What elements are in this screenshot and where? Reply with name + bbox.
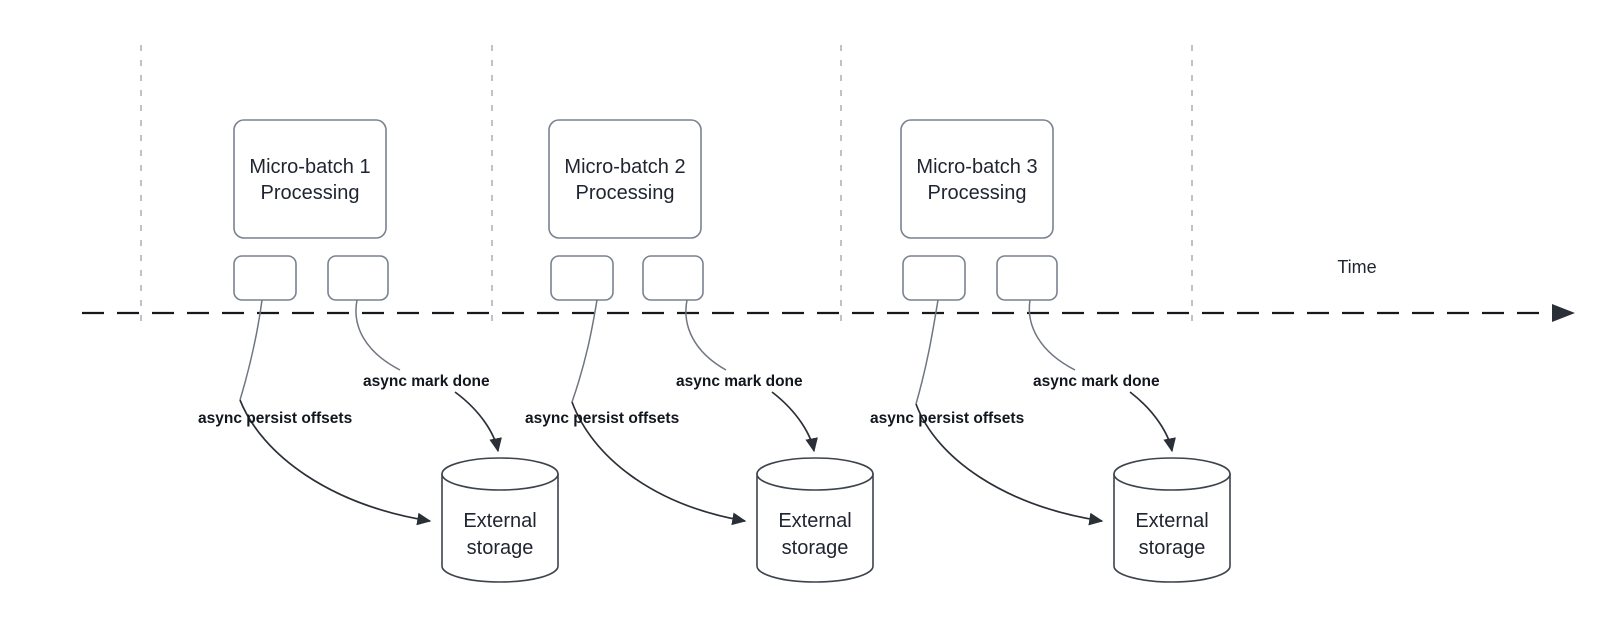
batch-dividers [140,45,1193,330]
micro-batch-2-box[interactable] [548,119,702,239]
mb1-storage-label-line2: storage [467,537,534,559]
time-axis-arrowhead [1552,304,1575,322]
mb3-storage-label-line1: External [1135,510,1208,532]
mb1-mark-done-label: async mark done [363,373,490,390]
mb1-external-storage-cylinder[interactable] [441,457,559,583]
mb3-persist-stub [915,299,939,405]
mb3-persist-label: async persist offsets [870,410,1024,427]
micro-batch-1-box[interactable] [233,119,387,239]
mb2-mark-done-label: async mark done [676,373,803,390]
mb1-persist-label: async persist offsets [198,410,352,427]
mb2-storage-label-line1: External [778,510,851,532]
micro-batch-3-box[interactable] [900,119,1054,239]
mb3-mark-done-edge [1129,391,1176,453]
micro-batch-group-1: Micro-batch 1 Processing async persist o… [198,119,559,583]
micro-batch-3-label-line2: Processing [928,182,1027,204]
mb2-mark-done-edge [771,391,818,453]
mb2-persist-edge [571,401,747,526]
mb1-task-box-b[interactable] [327,255,389,301]
mb3-persist-edge [915,403,1104,526]
mb1-persist-stub [239,299,263,401]
mb2-task-box-b[interactable] [642,255,704,301]
mb3-task-box-b[interactable] [996,255,1058,301]
time-axis: Time [82,257,1575,322]
mb1-mark-done-stub [355,299,401,371]
micro-batch-group-3: Micro-batch 3 Processing async persist o… [870,119,1231,583]
mb2-external-storage-cylinder[interactable] [756,457,874,583]
mb3-external-storage-cylinder[interactable] [1113,457,1231,583]
micro-batch-2-label-line1: Micro-batch 2 [564,156,685,178]
mb2-persist-stub [571,299,598,403]
mb3-task-box-a[interactable] [902,255,966,301]
mb2-storage-label-line2: storage [782,537,849,559]
micro-batch-3-label-line1: Micro-batch 3 [916,156,1037,178]
micro-batch-group-2: Micro-batch 2 Processing async persist o… [525,119,874,583]
mb2-mark-done-stub [685,299,727,371]
mb1-task-box-a[interactable] [233,255,297,301]
mb2-persist-label: async persist offsets [525,410,679,427]
mb3-mark-done-label: async mark done [1033,373,1160,390]
mb1-mark-done-edge [454,391,502,453]
micro-batch-2-label-line2: Processing [576,182,675,204]
mb2-task-box-a[interactable] [550,255,614,301]
mb1-storage-label-line1: External [463,510,536,532]
micro-batch-1-label-line1: Micro-batch 1 [249,156,370,178]
mb1-persist-edge [239,399,432,526]
micro-batch-1-label-line2: Processing [261,182,360,204]
mb3-mark-done-stub [1028,299,1076,371]
time-axis-label: Time [1337,257,1376,277]
mb3-storage-label-line2: storage [1139,537,1206,559]
